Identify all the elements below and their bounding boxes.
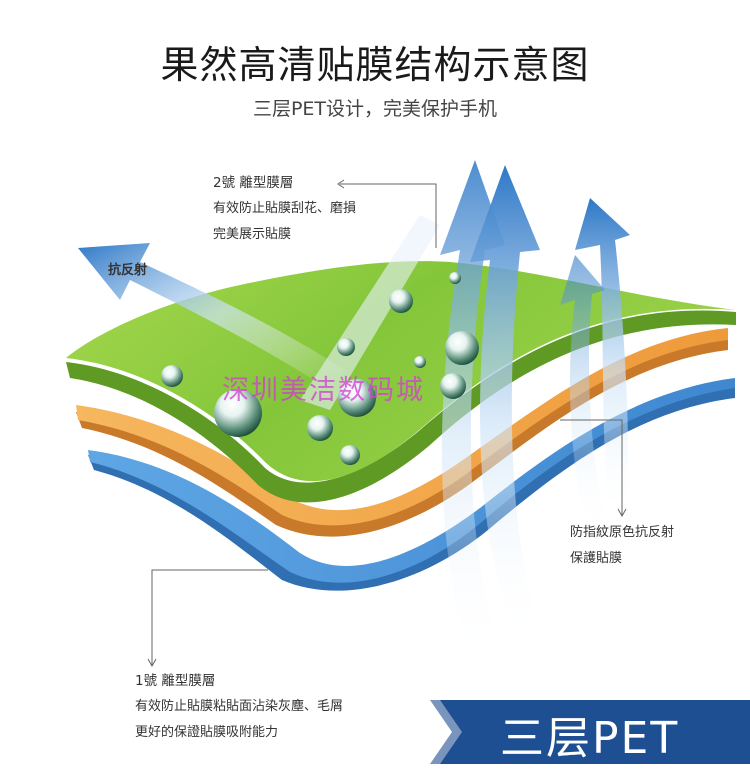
bottom-layer-line2: 更好的保證貼膜吸附能力 <box>135 725 279 740</box>
bottom-layer-label: 1號 離型膜層 有效防止貼膜粘貼面沾染灰塵、毛屑 更好的保證貼膜吸附能力 <box>135 668 343 746</box>
water-droplets <box>161 272 479 465</box>
bottom-layer-heading: 1號 離型膜層 <box>135 673 216 689</box>
top-layer-label: 2號 離型膜層 有效防止貼膜刮花、磨損 完美展示貼膜 <box>213 170 356 248</box>
light-beam <box>300 215 440 410</box>
light-arrows <box>440 160 630 660</box>
top-layer-line2: 完美展示貼膜 <box>213 227 292 242</box>
banner-text: 三层PET <box>500 713 680 764</box>
page-title: 果然高清贴膜结构示意图 <box>160 43 590 87</box>
top-layer-heading: 2號 離型膜層 <box>213 175 294 191</box>
page-subtitle: 三层PET设计，完美保护手机 <box>252 98 498 120</box>
blue-layer <box>88 378 735 591</box>
middle-layer-label: 防指紋原色抗反射 保護貼膜 <box>570 520 674 572</box>
watermark: 深圳美洁数码城 <box>222 375 425 406</box>
top-layer-line1: 有效防止貼膜刮花、磨損 <box>213 201 357 216</box>
middle-layer-line2: 保護貼膜 <box>570 551 623 566</box>
anti-reflection-arrow <box>78 243 345 390</box>
bottom-layer-line1: 有效防止貼膜粘貼面沾染灰塵、毛屑 <box>135 699 344 714</box>
leader-lines <box>147 179 627 668</box>
middle-layer-line1: 防指紋原色抗反射 <box>570 525 675 540</box>
orange-layer <box>76 328 728 537</box>
anti-reflection-label: 抗反射 <box>108 263 148 278</box>
